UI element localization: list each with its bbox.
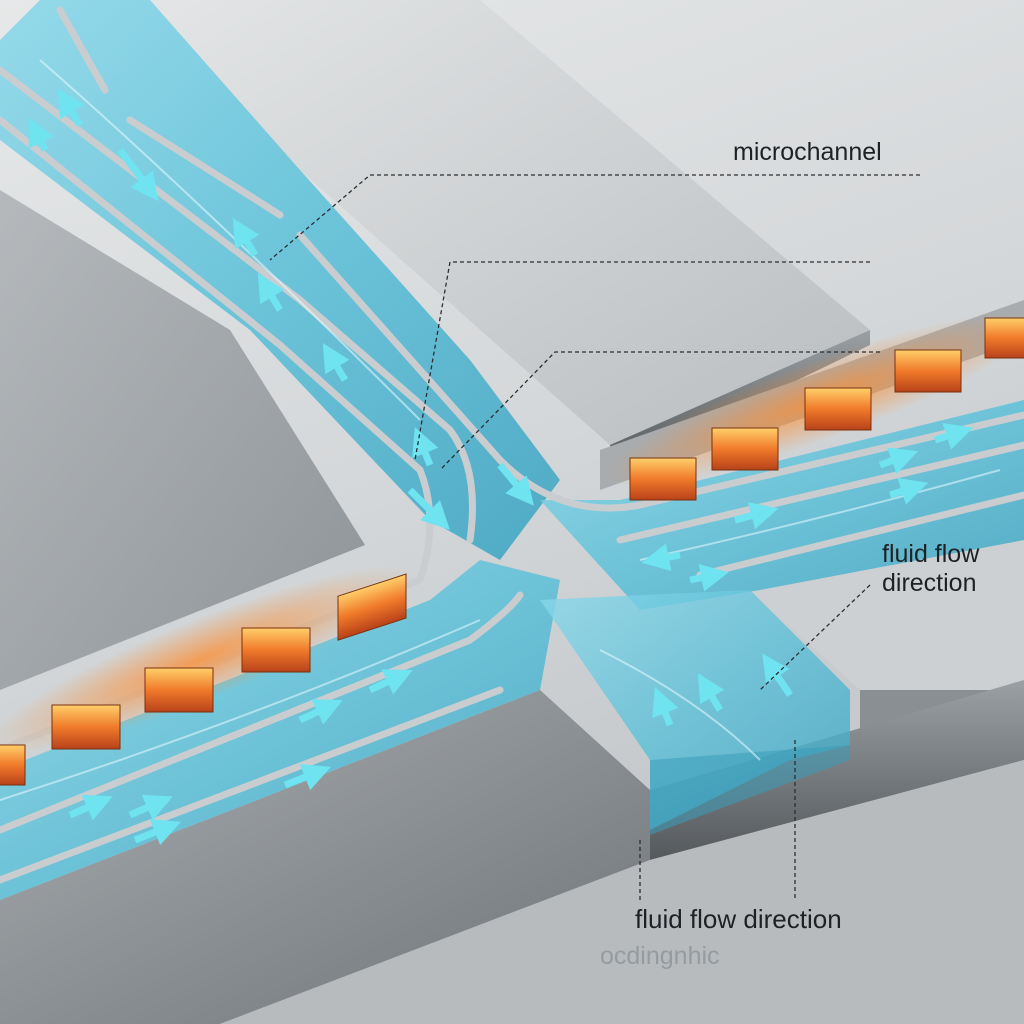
bottom-plate-front-edge (650, 680, 1024, 860)
outlet-wall (650, 745, 850, 835)
arrow-icon (497, 462, 534, 506)
arrow-icon (407, 487, 450, 530)
arrow-icon (933, 422, 974, 450)
heat-chip-icon (337, 573, 407, 641)
arrow-icon (117, 147, 159, 202)
heat-chip-icon (711, 427, 779, 471)
flow-arrows (28, 87, 974, 846)
left-metal-plate (0, 190, 365, 690)
arrow-icon (697, 672, 725, 712)
water-highlights (0, 59, 1001, 801)
arrow-icon (762, 653, 793, 697)
arrow-icon (652, 687, 679, 727)
floor (220, 760, 1024, 1024)
upper-heat-sources (603, 312, 1024, 501)
heat-chip-icon (894, 349, 962, 393)
arrow-icon (28, 117, 54, 152)
fluid-flow-label-line2: direction (882, 568, 977, 597)
arrow-icon (734, 502, 779, 530)
heat-chip-icon (629, 457, 697, 501)
heat-chip-icon (804, 387, 872, 431)
arrow-icon (888, 477, 929, 505)
arrow-icon (133, 819, 182, 846)
arrow-icon (412, 427, 439, 467)
faded-label: ocdingnhic (600, 942, 720, 970)
fluid-flow-direction-label-right: fluid flow direction (882, 540, 979, 598)
arrow-icon (68, 794, 113, 821)
top-metal-plate (150, 0, 870, 445)
arrow-icon (128, 794, 173, 821)
heat-chip-icon (241, 627, 311, 673)
arrow-icon (257, 272, 285, 312)
heat-chip-icon (984, 317, 1024, 359)
arrow-icon (283, 764, 332, 791)
bottom-metal-plate (0, 690, 650, 1024)
microchannel-label: microchannel (733, 138, 882, 166)
arrow-icon (232, 217, 260, 257)
arrow-icon (368, 669, 413, 695)
arrow-icon (689, 564, 729, 592)
lower-heat-sources (0, 566, 414, 786)
fluid-flow-direction-label-bottom: fluid flow direction (635, 904, 842, 934)
heat-chip-icon (51, 704, 121, 750)
channel-fins (0, 6, 1024, 884)
arrow-icon (298, 699, 343, 725)
fluid-flow-label-line1: fluid flow (882, 540, 980, 568)
heat-chip-icon (0, 744, 26, 786)
outlet-microchannel (540, 590, 850, 830)
arrow-icon (878, 447, 919, 474)
heat-chip-icon (144, 667, 214, 713)
arrow-icon (57, 87, 85, 127)
leader-lines (269, 174, 920, 900)
arrow-icon (641, 543, 681, 571)
arrow-icon (322, 342, 350, 382)
